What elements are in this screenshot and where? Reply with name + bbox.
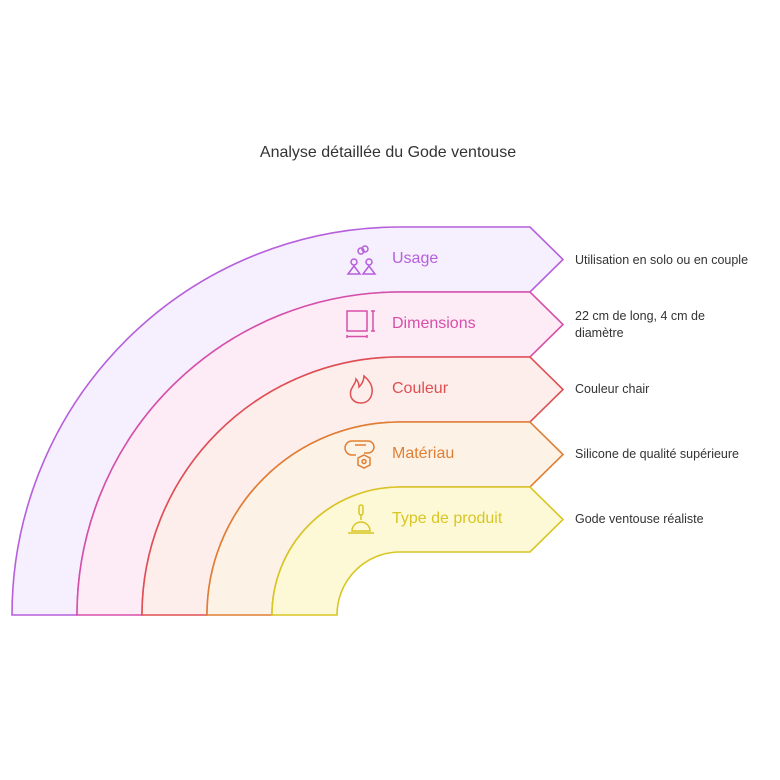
band-label-usage: Usage [392,250,439,267]
band-label-type: Type de produit [392,510,503,527]
material-icon [344,440,375,469]
band-label-materiau: Matériau [392,445,455,462]
band-label-couleur: Couleur [392,380,449,397]
description-usage: Utilisation en solo ou en couple [575,253,749,267]
dimensions-icon [346,310,375,338]
band-4 [271,486,565,616]
band-label-dimensions: Dimensions [392,315,476,332]
product-icon [348,504,374,534]
description-dimensions: 22 cm de long, 4 cm de diamètre [575,309,705,340]
description-type: Gode ventouse réaliste [575,512,704,526]
flame-icon [349,374,373,404]
couple-icon [346,245,377,275]
diagram-title: Analyse détaillée du Gode ventouse [259,144,517,161]
description-couleur: Couleur chair [575,382,650,396]
description-materiau: Silicone de qualité supérieure [575,447,739,461]
